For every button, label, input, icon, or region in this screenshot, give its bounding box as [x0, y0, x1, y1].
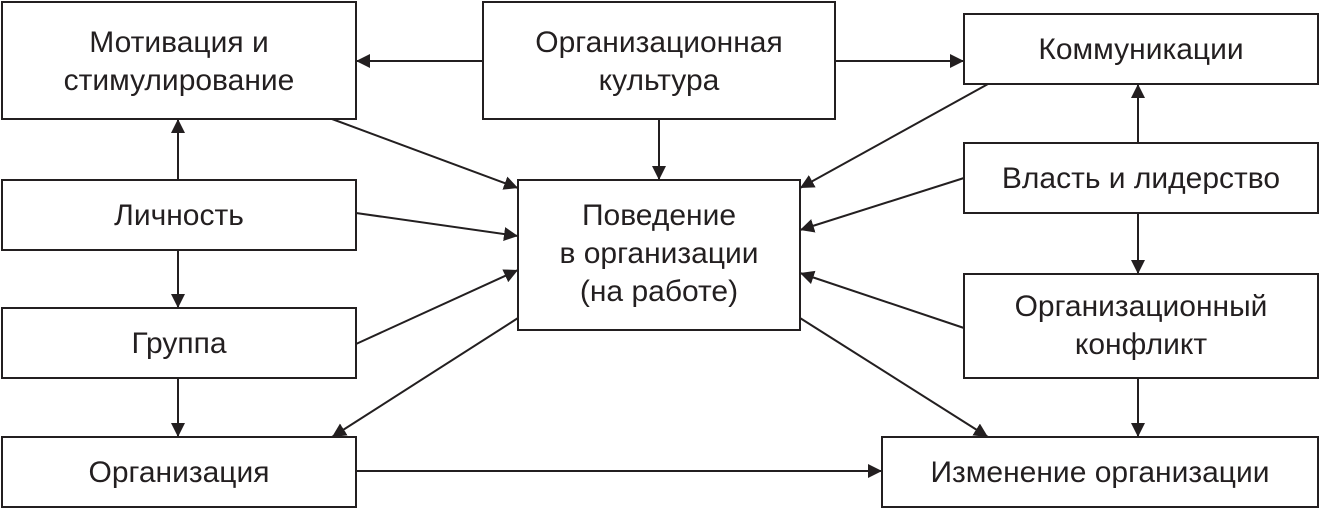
- node-motivation-line-1: Мотивация и: [89, 26, 268, 59]
- node-behavior-line-3: (на работе): [580, 275, 738, 308]
- node-organization-line-1: Организация: [89, 456, 270, 489]
- node-group-line-1: Группа: [131, 327, 226, 360]
- node-group: Группа: [1, 307, 357, 379]
- arrow-communications-to-behavior: [799, 83, 989, 189]
- node-behavior-box: [517, 179, 801, 331]
- node-change-line-1: Изменение организации: [930, 456, 1269, 489]
- node-culture-line-2: культура: [599, 64, 720, 97]
- node-change: Изменение организации: [881, 436, 1319, 508]
- node-communications-box: [963, 13, 1319, 85]
- node-personality: Личность: [1, 179, 357, 251]
- arrow-conflict-to-behavior: [799, 270, 965, 329]
- node-personality-box: [1, 179, 357, 251]
- node-conflict: Организационный конфликт: [963, 273, 1319, 379]
- arrow-motivation-to-behavior: [331, 118, 519, 190]
- node-organization: Организация: [1, 436, 357, 508]
- node-power-box: [963, 142, 1319, 214]
- node-communications-line-1: Коммуникации: [1038, 33, 1243, 66]
- node-personality-line-1: Личность: [114, 199, 244, 232]
- node-behavior-line-1: Поведение: [582, 199, 736, 232]
- edges: [171, 54, 1145, 478]
- node-communications: Коммуникации: [963, 13, 1319, 85]
- node-motivation-box: [1, 1, 357, 120]
- node-power-line-1: Власть и лидерство: [1002, 162, 1280, 195]
- node-culture-line-1: Организационная: [535, 26, 782, 59]
- node-group-box: [1, 307, 357, 379]
- arrow-behavior-to-change: [799, 317, 989, 438]
- node-behavior: Поведение в организации (на работе): [517, 179, 801, 331]
- arrow-behavior-to-organization: [331, 317, 519, 438]
- arrow-power-to-behavior: [799, 177, 965, 233]
- node-power: Власть и лидерство: [963, 142, 1319, 214]
- node-conflict-line-2: конфликт: [1075, 328, 1207, 361]
- node-behavior-line-2: в организации: [559, 237, 758, 270]
- node-culture-box: [482, 1, 836, 120]
- node-change-box: [881, 436, 1319, 508]
- node-conflict-line-1: Организационный: [1015, 290, 1268, 323]
- arrow-personality-to-behavior: [355, 212, 519, 241]
- node-culture: Организационная культура: [482, 1, 836, 120]
- node-conflict-box: [963, 273, 1319, 379]
- arrow-group-to-behavior: [355, 269, 519, 345]
- node-motivation: Мотивация и стимулирование: [1, 1, 357, 120]
- node-motivation-line-2: стимулирование: [64, 64, 295, 97]
- node-organization-box: [1, 436, 357, 508]
